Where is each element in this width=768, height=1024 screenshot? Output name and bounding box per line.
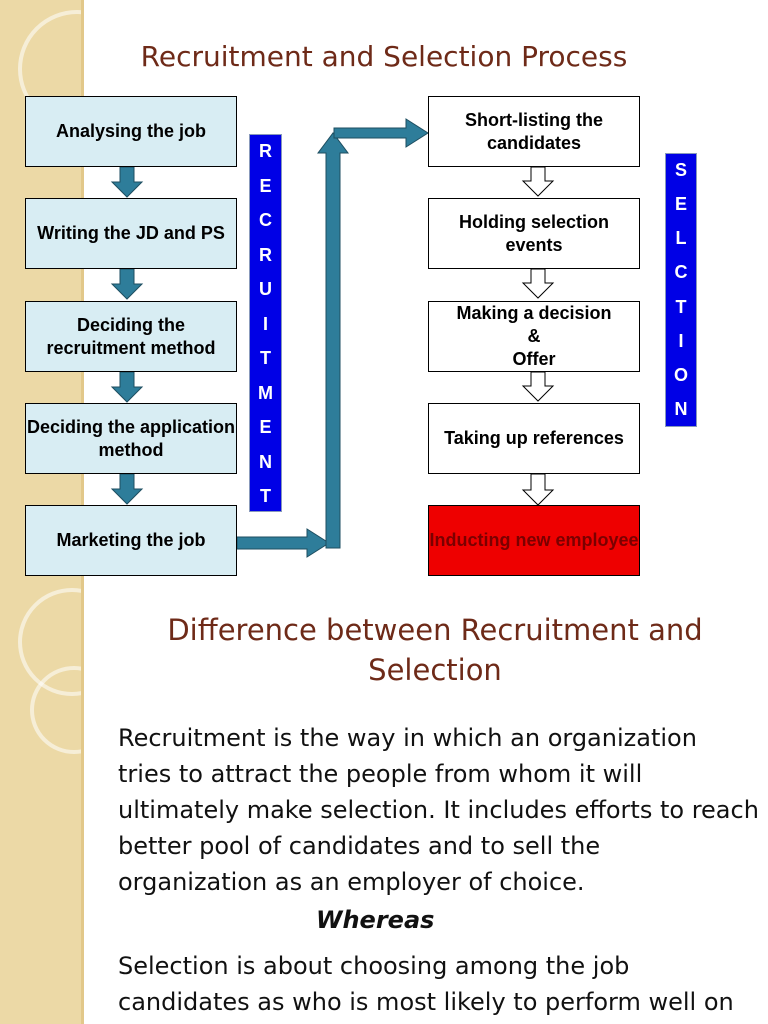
label-letter: L [675, 228, 687, 249]
label-letter: E [259, 175, 272, 196]
selection-definition: Selection is about choosing among the jo… [118, 948, 768, 1020]
step-making-decision-offer: Making a decision & Offer [428, 301, 640, 372]
label-letter: C [259, 210, 272, 230]
text-line: ultimately make selection. It includes e… [118, 796, 759, 824]
slide-title: Recruitment and Selection Process [140, 40, 628, 73]
step-marketing-job: Marketing the job [25, 505, 237, 576]
label-letter: M [258, 382, 273, 403]
recruitment-vertical-label: R E C R U I T M E N T [249, 134, 282, 512]
step-analysing-job: Analysing the job [25, 96, 237, 167]
recruitment-definition: Recruitment is the way in which an organ… [118, 720, 768, 900]
label-letter: T [260, 348, 271, 368]
label-letter: R [259, 141, 272, 161]
step-deciding-application-method: Deciding the application method [25, 403, 237, 474]
recruitment-down-arrows [110, 166, 144, 505]
label-letter: N [259, 451, 272, 472]
label-letter: T [260, 486, 271, 506]
text-line: Recruitment is the way in which an organ… [118, 724, 697, 752]
slide-difference: Difference between Recruitment and Selec… [0, 576, 768, 1024]
label-letter: C [674, 262, 688, 283]
label-letter: U [259, 279, 272, 299]
selection-down-arrows [521, 166, 555, 506]
label-letter: R [259, 244, 272, 265]
decorative-side-strip [0, 576, 126, 1024]
label-letter: E [259, 417, 272, 437]
slide-recruitment-process: Recruitment and Selection Process Analys… [0, 0, 697, 576]
text-line: organization as an employer of choice. [118, 868, 585, 896]
whereas-label: Whereas [316, 906, 435, 934]
text-line: tries to attract the people from whom it… [118, 760, 643, 788]
label-letter: E [674, 194, 687, 215]
step-holding-selection-events: Holding selection events [428, 198, 640, 269]
slide-title-line: Selection [368, 653, 502, 687]
label-letter: I [262, 313, 268, 334]
connector-arrow [236, 118, 429, 558]
selection-vertical-label: S E L C T I O N [665, 153, 697, 427]
decorative-ring [30, 666, 118, 754]
label-letter: S [674, 160, 687, 180]
label-letter: I [678, 330, 684, 351]
step-writing-jd-ps: Writing the JD and PS [25, 198, 237, 269]
step-deciding-recruitment-method: Deciding the recruitment method [25, 301, 237, 372]
slide-title: Difference between Recruitment and Selec… [70, 610, 768, 690]
flow-arrows [110, 118, 555, 558]
step-inducting-employee: Inducting new employee [428, 505, 640, 576]
slide-title-line: Difference between Recruitment and [167, 613, 703, 647]
step-short-listing: Short-listing the candidates [428, 96, 640, 167]
label-letter: O [673, 364, 688, 385]
text-line: better pool of candidates and to sell th… [118, 832, 601, 860]
text-line: candidates as who is most likely to perf… [118, 988, 734, 1016]
label-letter: N [674, 398, 688, 419]
label-letter: T [675, 296, 687, 317]
step-taking-references: Taking up references [428, 403, 640, 474]
text-line: Selection is about choosing among the jo… [118, 952, 630, 980]
